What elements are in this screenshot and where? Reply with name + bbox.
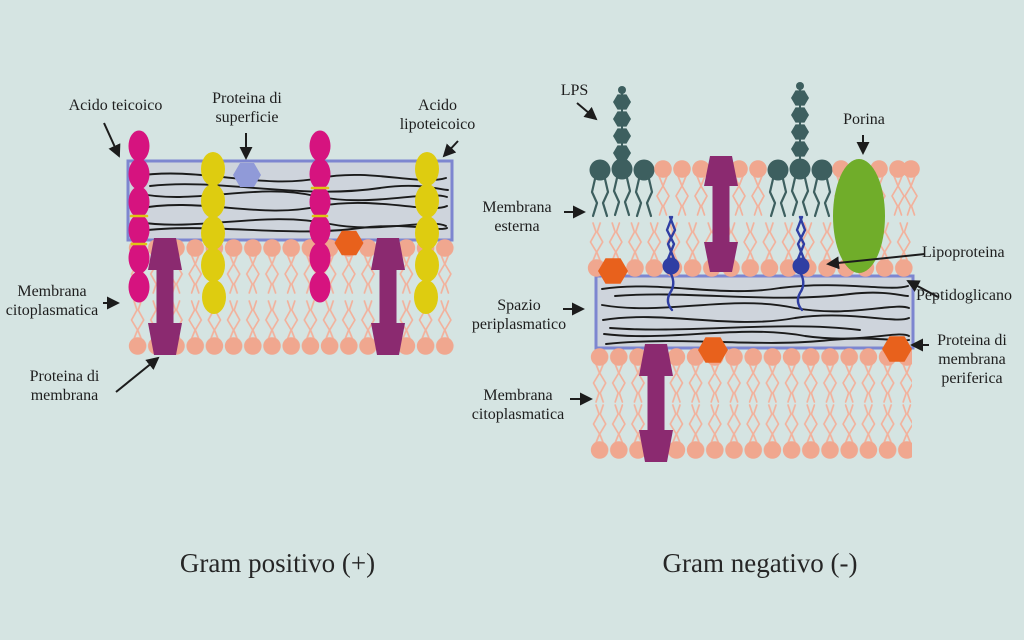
label-membrana-citoplasmatica-left: Membrana citoplasmatica	[5, 283, 99, 319]
teichoic-acid-chain	[309, 130, 331, 303]
teichoic-acid-chain	[128, 130, 150, 303]
gram-positive-peptidoglycan-layer	[126, 159, 454, 242]
gram-negative-cytoplasmic-membrane	[590, 348, 912, 459]
peptidoglicano-arrow	[906, 280, 939, 298]
label-membrana-citoplasmatica-right: Membrana citoplasmatica	[471, 387, 565, 423]
porin-icon	[833, 159, 885, 273]
gram-positive-title: Gram positivo (+)	[179, 548, 376, 578]
label-proteina-membrana: Proteina di membrana	[29, 368, 100, 404]
gram-negative-peripheral-protein-icon	[598, 258, 628, 284]
label-spazio-periplasmatico: Spazio periplasmatico	[471, 297, 567, 333]
outer-membrane-protein	[704, 156, 738, 272]
label-acido-lipoteicoico: Acido lipoteicoico	[399, 97, 476, 133]
gram-negative-title: Gram negativo (-)	[662, 548, 858, 578]
gram-positive-diagram	[126, 130, 455, 355]
lps-arrow	[576, 102, 598, 121]
proteina-membrana-arrow	[115, 356, 160, 393]
lipoprotein-icon	[662, 215, 680, 312]
label-proteina-membrana-periferica: Proteina di membrana periferica	[937, 332, 1007, 387]
gram-positive-peripheral-protein-icon	[334, 230, 364, 256]
label-lipoproteina: Lipoproteina	[922, 244, 1005, 261]
lipoteichoic-acid-chain	[201, 152, 226, 314]
gram-negative-diagram	[587, 82, 921, 462]
label-peptidoglicano: Peptidoglicano	[916, 287, 1012, 304]
label-lps: LPS	[560, 82, 589, 99]
peripheral-membrane-protein-icon	[882, 336, 912, 362]
label-acido-teicoico: Acido teicoico	[68, 97, 163, 114]
inner-membrane-protein	[639, 344, 673, 462]
peripheral-membrane-protein-icon	[698, 337, 728, 363]
lps-chain	[791, 82, 809, 163]
acido-teicoico-arrow	[103, 122, 121, 158]
acido-lipoteicoico-arrow	[442, 140, 459, 158]
lipoteichoic-acid-chain	[414, 152, 439, 314]
label-proteina-superficie: Proteina di superficie	[212, 90, 282, 126]
gram-positive-membrane-proteins	[148, 238, 405, 355]
gram-negative-peptidoglycan-layer	[594, 274, 915, 350]
lipoprotein-icon	[792, 215, 810, 312]
surface-protein-icon	[233, 163, 261, 187]
label-arrows	[103, 102, 939, 406]
label-membrana-esterna: Membrana esterna	[482, 199, 552, 235]
label-porina: Porina	[843, 111, 885, 128]
lps-chain	[613, 86, 631, 165]
lipoproteina-arrow	[826, 253, 926, 270]
